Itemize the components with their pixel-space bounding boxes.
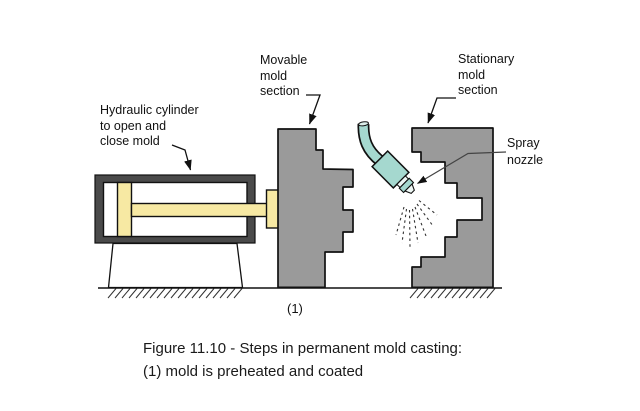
spray-hose [359, 123, 384, 165]
movable-mold-label: Movable mold section [260, 53, 308, 98]
ground-hatch-left [107, 288, 243, 299]
hydraulic-leader-arrow [171, 144, 192, 171]
spray-nozzle-label: Spray nozzle [507, 136, 544, 167]
stationary-mold-shape [411, 127, 494, 289]
movable-leader-arrow [306, 94, 321, 125]
stationary-mold-label: Stationary mold section [458, 52, 515, 97]
piston [116, 181, 133, 238]
spray-mist [395, 200, 438, 248]
ground-hatch-right [409, 288, 496, 299]
hydraulic-cylinder-label: Hydraulic cylinder to open and close mol… [100, 103, 199, 148]
figure-caption-line2: (1) mold is preheated and coated [143, 363, 364, 380]
figure-caption-line1: Figure 11.10 - Steps in permanent mold c… [143, 340, 463, 357]
stationary-leader-arrow [427, 97, 456, 124]
hose-end-cap [358, 121, 369, 127]
figure-caption: Figure 11.10 - Steps in permanent mold c… [143, 337, 462, 383]
spray-nozzle-assembly [371, 150, 415, 194]
nozzle-tip [403, 182, 415, 194]
spray-leader-arrow [417, 151, 507, 185]
movable-mold-shape [277, 128, 354, 289]
cylinder-stand [107, 242, 244, 289]
piston-rod [130, 202, 269, 218]
step-number-label: (1) [287, 301, 303, 316]
